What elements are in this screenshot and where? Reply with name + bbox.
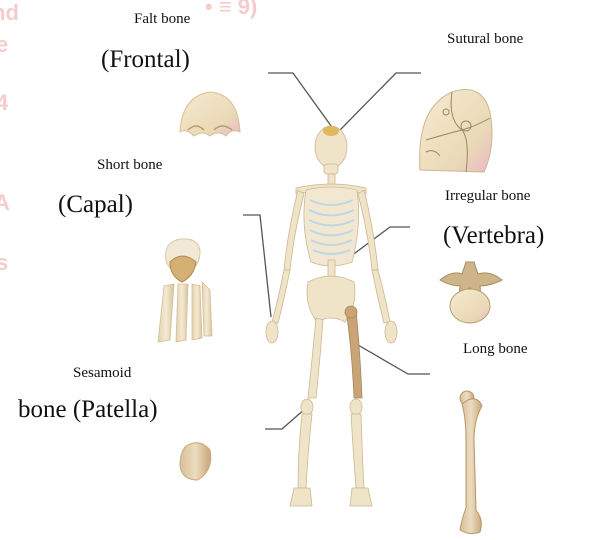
vertebra-label: (Vertebra) bbox=[443, 223, 544, 248]
flat-bone-label: Falt bone bbox=[134, 12, 190, 27]
short-bone-leader bbox=[243, 215, 271, 317]
svg-text:A: A bbox=[0, 190, 10, 215]
sesamoid-bone-leader bbox=[265, 408, 306, 429]
frontal-label: (Frontal) bbox=[101, 47, 190, 72]
svg-text:4: 4 bbox=[0, 90, 9, 115]
highlighted-femur bbox=[346, 310, 362, 398]
short-bone-label: Short bone bbox=[97, 158, 162, 173]
sutural-bone-label: Sutural bone bbox=[447, 32, 523, 47]
svg-text:s: s bbox=[0, 250, 8, 275]
patella-label: bone (Patella) bbox=[18, 397, 158, 422]
long-bone-image bbox=[460, 391, 482, 534]
frontal-bone-image bbox=[180, 92, 240, 136]
capal-label: (Capal) bbox=[58, 192, 133, 217]
patella-image bbox=[180, 443, 211, 480]
skeleton-figure bbox=[266, 126, 397, 506]
svg-text:nd: nd bbox=[0, 0, 19, 25]
long-bone-leader bbox=[358, 345, 430, 374]
flat-bone-leader bbox=[268, 73, 334, 130]
svg-text:e: e bbox=[0, 32, 8, 57]
sutural-bone-leader bbox=[340, 73, 421, 130]
irregular-bone-label: Irregular bone bbox=[445, 189, 530, 204]
svg-text:• ≡ 9): • ≡ 9) bbox=[205, 0, 257, 19]
sesamoid-label: Sesamoid bbox=[73, 366, 131, 381]
long-bone-label: Long bone bbox=[463, 342, 528, 357]
carpal-bone-image bbox=[158, 239, 212, 342]
vertebra-image bbox=[440, 262, 502, 323]
sutural-bone-image bbox=[420, 90, 492, 173]
watermark: nd e 4 A s • ≡ 9) bbox=[0, 0, 257, 275]
